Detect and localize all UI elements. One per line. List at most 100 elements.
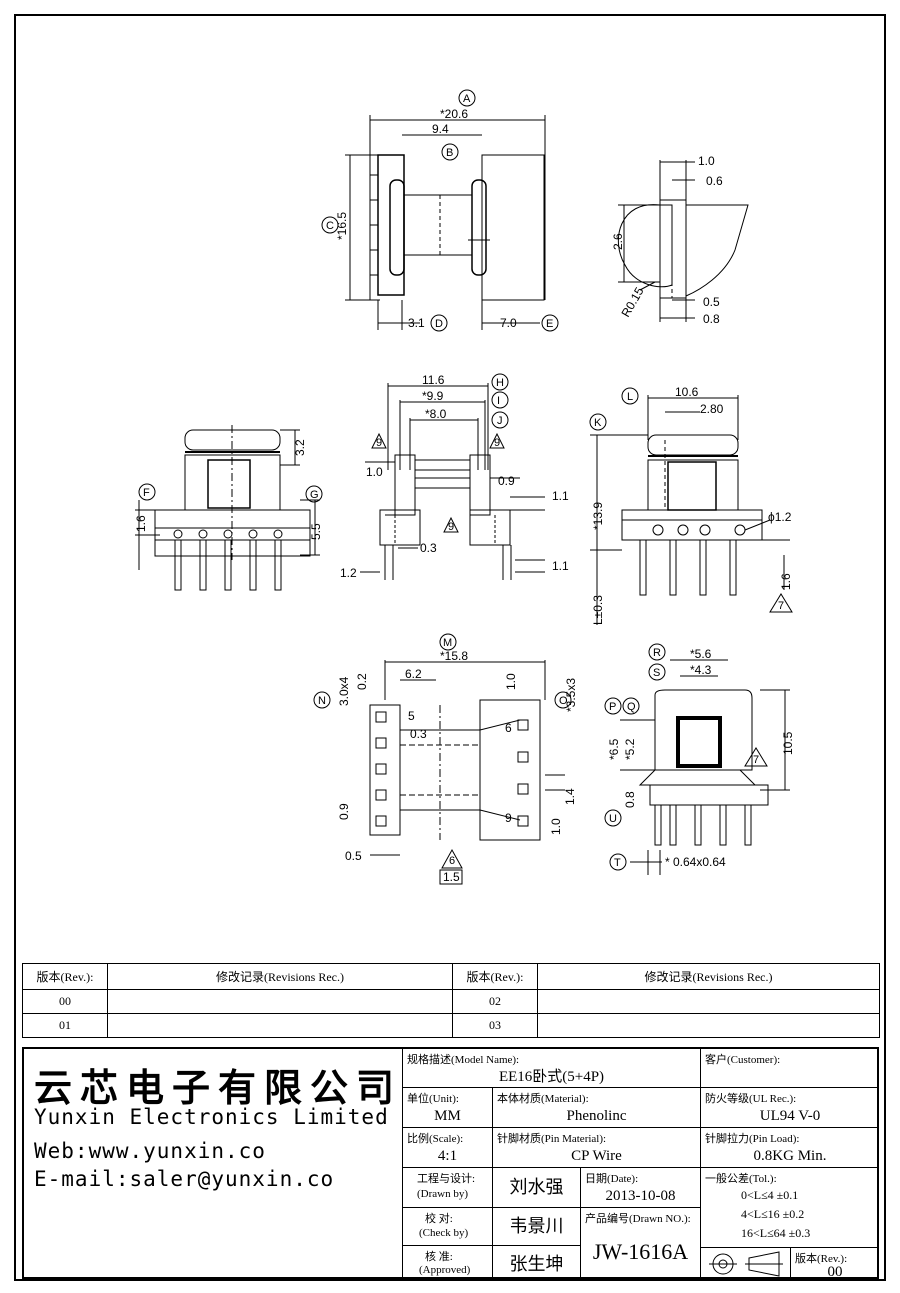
dim-1-0-lower: 1.0	[549, 818, 563, 835]
drawn-by-name: 刘水强	[509, 1177, 564, 1197]
pin-load-value: 0.8KG Min.	[753, 1148, 827, 1164]
rec-cell	[537, 1013, 880, 1038]
dim-0-3: 0.3	[420, 541, 437, 555]
view-front-left: 3.2 1.6 F 5.5 G	[134, 425, 323, 591]
date-caption: 日期(Date):	[585, 1173, 639, 1185]
dim-0-9: 0.9	[498, 474, 515, 488]
dim-0-9-bottom: 0.9	[337, 803, 351, 820]
dim-9-4: 9.4	[432, 122, 449, 136]
dim-0-5-bottom: 0.5	[345, 849, 362, 863]
dim-5-6: *5.6	[690, 647, 712, 661]
balloon-d: D	[435, 318, 443, 330]
approved-cell: 核 准: (Approved)	[402, 1245, 492, 1281]
drawn-by-caption-en: (Drawn by)	[417, 1188, 469, 1200]
unit-value: MM	[434, 1108, 461, 1124]
balloon-k: K	[594, 417, 602, 429]
rev-cell: 03	[452, 1013, 538, 1038]
balloon-i: I	[497, 395, 500, 407]
projection-symbol-cell	[700, 1247, 790, 1281]
ul-caption: 防火等级(UL Rec.):	[705, 1093, 797, 1105]
dim-2-6: 2.6	[611, 233, 625, 250]
ul-value: UL94 V-0	[759, 1108, 821, 1124]
dim-6-2: 6.2	[405, 667, 422, 681]
dim-r015: R0.15	[618, 284, 646, 319]
rev-cell: 00	[22, 989, 108, 1014]
view-end-right: 10.6 L 2.80 *13.9 K L±0.3 ϕ1.2 1.6 7	[589, 385, 793, 625]
date-value: 2013-10-08	[605, 1188, 676, 1204]
projection-symbol-icon	[709, 1251, 783, 1277]
drawn-no-cell: 产品编号(Drawn NO.): JW-1616A	[580, 1207, 700, 1279]
balloon-n: N	[318, 695, 326, 707]
material-value: Phenolinc	[566, 1108, 627, 1124]
view-bottom-right: R S *5.6 *4.3 P Q *6.5 *5.2 10.5 7 U 0.8…	[604, 643, 795, 875]
dim-11-6: 11.6	[422, 373, 445, 387]
balloon-s: S	[653, 667, 660, 679]
dim-20-6: *20.6	[440, 107, 468, 121]
dim-9: 9	[505, 811, 512, 825]
dim-4-3: *4.3	[690, 663, 712, 677]
dim-5-5: 5.5	[309, 523, 323, 540]
dim-0-8: 0.8	[703, 312, 720, 326]
rev-header-left: 版本(Rev.):	[22, 963, 108, 990]
tolerance-caption: 一般公差(Tol.):	[705, 1173, 777, 1185]
drawing-sheet-border	[14, 14, 886, 1281]
dim-1-1-top: 1.1	[552, 489, 569, 503]
rev-header-right: 版本(Rev.):	[452, 963, 538, 990]
dim-3-5x3: *3.5x3	[564, 678, 578, 712]
dim-0-2: 0.2	[355, 673, 369, 690]
pin-material-caption: 针脚材质(Pin Material):	[497, 1133, 607, 1145]
triangle-9-bottom: 9	[448, 521, 454, 533]
title-block: 云芯电子有限公司 Yunxin Electronics Limited Web:…	[22, 1047, 879, 1281]
date-cell: 日期(Date): 2013-10-08	[580, 1167, 700, 1207]
balloon-f: F	[143, 487, 150, 499]
dim-1-4: 1.4	[563, 788, 577, 805]
tolerance-row-2: 4<L≤16 ±0.2	[741, 1207, 805, 1221]
rec-header-left: 修改记录(Revisions Rec.)	[107, 963, 453, 990]
dim-1-5: 1.5	[443, 870, 460, 884]
dim-3-2: 3.2	[293, 439, 307, 456]
dim-1-0-top: 1.0	[698, 154, 715, 168]
scale-cell: 比例(Scale): 4:1	[402, 1127, 492, 1167]
scale-caption: 比例(Scale):	[407, 1133, 464, 1145]
balloon-r: R	[653, 647, 661, 659]
rec-cell	[537, 989, 880, 1014]
model-cell: 规格描述(Model Name): EE16卧式(5+4P)	[402, 1047, 700, 1088]
dim-0-8-bottom: 0.8	[623, 791, 637, 808]
triangle-6: 6	[449, 855, 455, 867]
balloon-q: Q	[627, 701, 636, 713]
drawn-no-value: JW-1616A	[592, 1239, 689, 1264]
check-by-cell: 校 对: (Check by)	[402, 1207, 492, 1245]
pin-material-value: CP Wire	[571, 1148, 622, 1164]
triangle-7-right: 7	[778, 600, 784, 612]
dim-0-5: 0.5	[703, 295, 720, 309]
dim-1-6-right: 1.6	[779, 573, 793, 590]
check-by-name: 韦景川	[509, 1216, 564, 1236]
approved-name-cell: 张生坤	[492, 1245, 580, 1281]
balloon-a: A	[463, 93, 471, 105]
triangle-7-bottom: 7	[753, 754, 759, 766]
dim-15-8: *15.8	[440, 649, 468, 663]
company-email: E-mail:saler@yunxin.co	[34, 1167, 335, 1191]
dim-10-6: 10.6	[675, 385, 699, 399]
model-caption: 规格描述(Model Name):	[407, 1053, 520, 1066]
rev-cell-title: 版本(Rev.): 00	[790, 1247, 879, 1281]
balloon-l: L	[627, 391, 633, 403]
model-value: EE16卧式(5+4P)	[498, 1068, 605, 1085]
pin-load-caption: 针脚拉力(Pin Load):	[705, 1133, 800, 1145]
dim-13-9: *13.9	[591, 502, 605, 530]
dim-16-5: *16.5	[335, 212, 349, 240]
dim-1-1-bottom: 1.1	[552, 559, 569, 573]
dim-3-0x4: 3.0x4	[337, 676, 351, 706]
pin-load-cell: 针脚拉力(Pin Load): 0.8KG Min.	[700, 1127, 879, 1167]
rev-cell: 02	[452, 989, 538, 1014]
pin-material-cell: 针脚材质(Pin Material): CP Wire	[492, 1127, 700, 1167]
balloon-c: C	[326, 220, 334, 232]
view-section-center: 11.6 H *9.9 I *8.0 J 9 9 9 1.0 0.9 1	[340, 373, 569, 580]
company-name-en: Yunxin Electronics Limited	[34, 1105, 389, 1129]
balloon-g: G	[310, 489, 319, 501]
check-by-caption: 校 对:	[425, 1213, 453, 1225]
dim-1-0-mid: 1.0	[366, 465, 383, 479]
revisions-table: 版本(Rev.): 修改记录(Revisions Rec.) 版本(Rev.):…	[22, 963, 880, 1038]
triangle-9-right: 9	[494, 437, 500, 449]
view-side-top: *20.6 A 9.4 B *16.5 C 3.1 D 7.0	[321, 89, 559, 332]
